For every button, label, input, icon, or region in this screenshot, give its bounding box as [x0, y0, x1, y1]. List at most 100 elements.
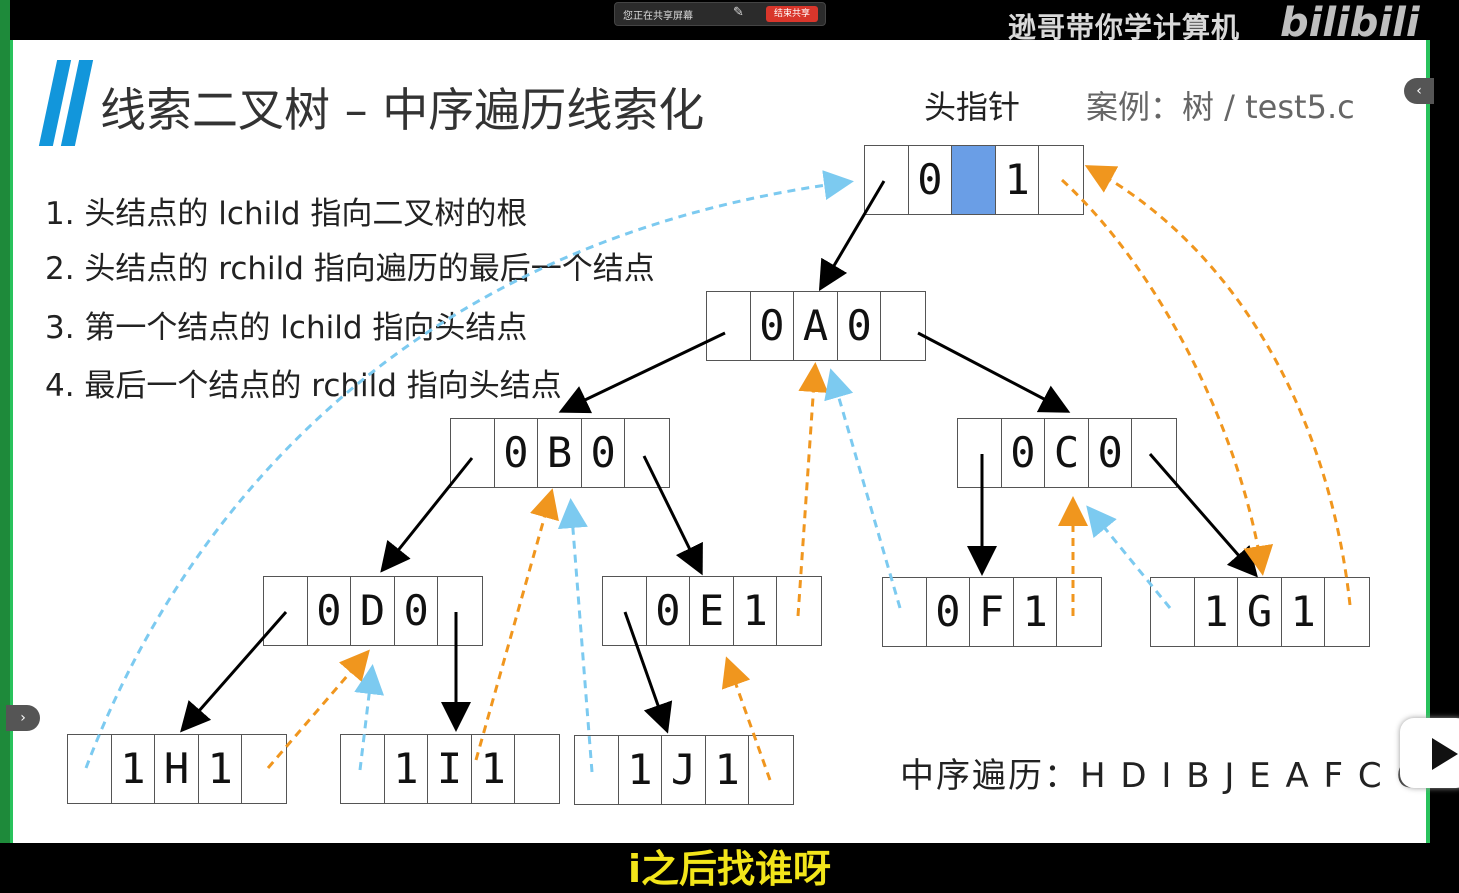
node-cell: E [690, 577, 734, 645]
thread-I-D [354, 664, 385, 771]
slide-title: 线索二叉树 – 中序遍历线索化 [100, 83, 705, 137]
node-cell [883, 578, 927, 646]
edge-E-J [623, 611, 673, 734]
node-I: 1 I 1 [340, 734, 560, 804]
thread-F-A [824, 368, 902, 609]
node-cell: B [538, 419, 582, 487]
node-cell: 1 [112, 735, 156, 803]
node-A: 0 A 0 [706, 291, 926, 361]
edge-C-G [1148, 453, 1258, 578]
node-cell-highlight [952, 146, 996, 214]
rule-1: 1. 头结点的 lchild 指向二叉树的根 [45, 196, 528, 232]
thread-H-head [84, 170, 854, 769]
edge-A-B [558, 331, 726, 414]
inorder-sequence: 中序遍历：H D I B J E A F C G [900, 748, 1425, 797]
node-cell [575, 736, 619, 804]
bilibili-logo: bilibili [1280, 0, 1420, 46]
thread-J-B [557, 498, 594, 773]
node-F: 0 F 1 [882, 577, 1102, 647]
node-cell: 0 [927, 578, 971, 646]
node-cell: J [662, 736, 706, 804]
edge-B-D [380, 457, 474, 573]
node-cell: 1 [199, 735, 243, 803]
node-cell: 0 [395, 577, 439, 645]
node-cell: 0 [751, 292, 795, 360]
edge-A-C [917, 331, 1071, 413]
node-cell: 1 [472, 735, 516, 803]
node-cell [707, 292, 751, 360]
node-cell: 1 [706, 736, 750, 804]
thread-J-E [721, 656, 772, 781]
node-cell: 1 [1014, 578, 1058, 646]
node-cell: 1 [1195, 578, 1239, 646]
node-cell [603, 577, 647, 645]
thread-H-D [266, 649, 370, 769]
node-E: 0 E 1 [602, 576, 822, 646]
node-cell [958, 419, 1002, 487]
node-H: 1 H 1 [67, 734, 287, 804]
node-head: 0 1 [864, 145, 1084, 215]
node-cell: I [428, 735, 472, 803]
node-C: 0 C 0 [957, 418, 1177, 488]
node-cell: F [970, 578, 1014, 646]
node-cell: D [351, 577, 395, 645]
rule-4: 4. 最后一个结点的 rchild 指向头结点 [45, 368, 562, 404]
node-cell: G [1238, 578, 1282, 646]
node-cell: 0 [647, 577, 691, 645]
play-button[interactable] [1400, 718, 1459, 788]
node-cell [264, 577, 308, 645]
channel-watermark: 逊哥带你学计算机 [1008, 11, 1241, 44]
rule-2: 2. 头结点的 rchild 指向遍历的最后一个结点 [45, 251, 655, 287]
left-border [0, 0, 10, 886]
chevron-right-icon[interactable]: › [6, 705, 40, 731]
node-cell: 1 [1282, 578, 1326, 646]
node-G: 1 G 1 [1150, 577, 1370, 647]
right-accent-line [1426, 40, 1430, 843]
node-D: 0 D 0 [263, 576, 483, 646]
node-cell [451, 419, 495, 487]
share-status-text: 您正在共享屏幕 [623, 11, 693, 22]
node-cell: A [794, 292, 838, 360]
bottom-bar [0, 843, 1459, 886]
node-cell: 0 [582, 419, 626, 487]
node-cell: 0 [308, 577, 352, 645]
node-cell: 1 [619, 736, 663, 804]
left-accent-line [10, 40, 13, 843]
edge-head-A [818, 180, 886, 292]
case-label: 案例：树 / test5.c [1086, 88, 1355, 126]
stop-share-button[interactable]: 结束共享 [766, 6, 818, 22]
video-subtitle: i之后找谁呀 [627, 847, 832, 891]
thread-head-G [1060, 178, 1274, 576]
thread-I-B [474, 488, 559, 761]
node-cell [865, 146, 909, 214]
node-cell: 1 [734, 577, 778, 645]
edge-D-H [180, 611, 288, 733]
node-cell: 0 [495, 419, 539, 487]
node-cell: 1 [996, 146, 1040, 214]
play-icon [1432, 738, 1458, 770]
node-cell: H [155, 735, 199, 803]
head-pointer-label: 头指针 [924, 88, 1021, 126]
thread-G-head [1084, 165, 1352, 606]
node-cell: 0 [1089, 419, 1133, 487]
node-cell: 0 [1002, 419, 1046, 487]
node-cell [341, 735, 385, 803]
thread-G-C [1086, 505, 1172, 609]
top-bar: 您正在共享屏幕 ✎ 结束共享 逊哥带你学计算机 bilibili [0, 0, 1459, 46]
screen-share-pill: 您正在共享屏幕 ✎ 结束共享 [614, 2, 826, 26]
slide [10, 40, 1430, 843]
node-cell: 0 [909, 146, 953, 214]
edge-B-E [642, 455, 703, 576]
inorder-label: 中序遍历： [900, 756, 1080, 796]
node-cell: 0 [838, 292, 882, 360]
node-B: 0 B 0 [450, 418, 670, 488]
node-cell: C [1045, 419, 1089, 487]
pen-icon[interactable]: ✎ [733, 5, 744, 20]
thread-E-A [796, 362, 829, 617]
inorder-values: H D I B J E A F C G [1080, 756, 1425, 796]
chevron-left-icon[interactable]: ‹ [1404, 78, 1434, 104]
rule-3: 3. 第一个结点的 lchild 指向头结点 [45, 310, 528, 346]
node-cell: 1 [385, 735, 429, 803]
node-cell [1151, 578, 1195, 646]
